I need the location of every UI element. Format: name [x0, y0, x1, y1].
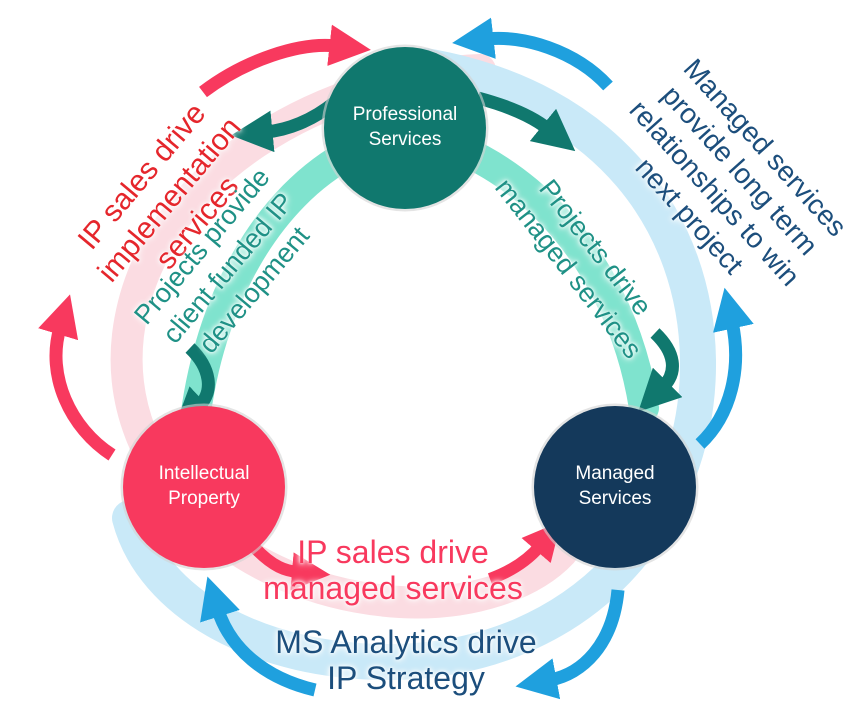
node-label-line: Professional [352, 104, 458, 126]
label-line: MS Analytics drive [275, 624, 537, 660]
arrow-ip-to-ps-top [199, 24, 371, 98]
node-label-line: Property [168, 488, 240, 509]
arrow-ip-up-left [38, 294, 116, 461]
arrow-into-ms-top [638, 328, 683, 412]
node-professional-services: Professional Services [324, 47, 486, 209]
ribbon-mint-right [447, 135, 659, 423]
node-intellectual-property: Intellectual Property [123, 406, 285, 568]
arrow-into-ip-top [173, 343, 218, 430]
arrow-ms-up-right [695, 287, 754, 449]
node-label-line: Services [578, 488, 652, 509]
label-line: IP Strategy [327, 660, 485, 696]
node-label-line: Intellectual [158, 463, 250, 485]
node-label-line: Managed [575, 463, 655, 485]
arrow-into-ip-bottom [200, 576, 317, 697]
label-ip-sales-drive-managed-services: IP sales drive managed services [233, 534, 553, 606]
arrow-ps-out-right [476, 91, 576, 152]
node-managed-services: Managed Services [534, 406, 696, 568]
arrow-ms-out-bottom [515, 589, 625, 700]
node-label-line: Services [368, 129, 442, 150]
arrow-ms-to-ps-top [452, 17, 613, 91]
arrow-ip-out-bottom [250, 543, 331, 591]
label-line: managed services [263, 570, 523, 606]
label-ms-analytics-drive-ip-strategy: MS Analytics drive IP Strategy [246, 624, 566, 696]
label-line: IP sales drive [297, 534, 489, 570]
arrow-into-ms-bottom [487, 521, 562, 585]
